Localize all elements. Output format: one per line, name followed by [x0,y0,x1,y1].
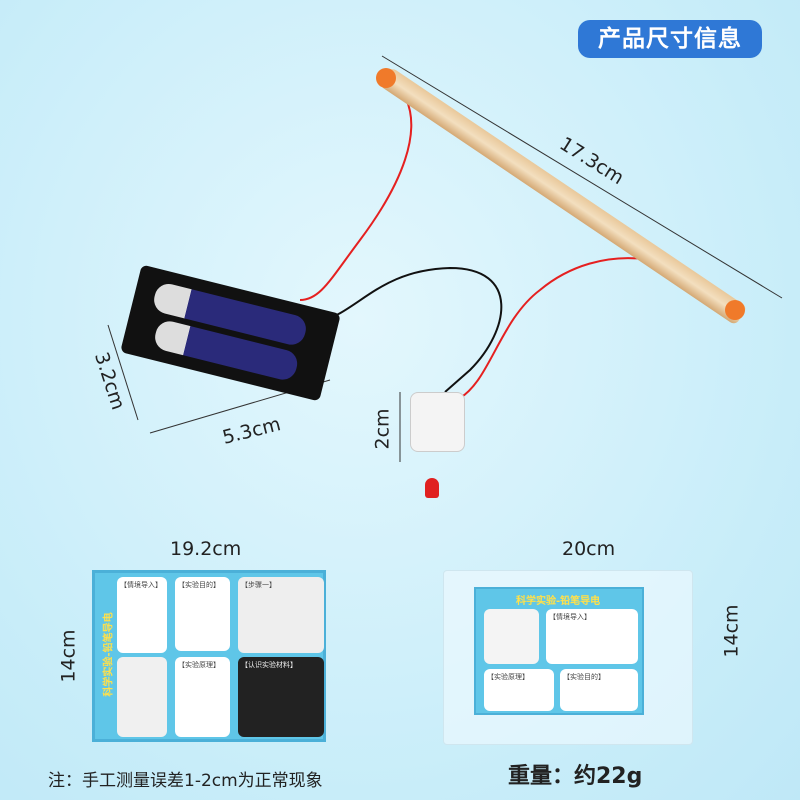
bag-card-title: 科学实验-铅笔导电 [516,596,601,607]
bag-card-photo [484,609,539,664]
card-panel: 【步骤一】 [238,577,324,653]
bag-height-label: 14cm [720,604,743,658]
bag-card-panel: 【情境导入】 [546,609,638,664]
product-size-info-badge: 产品尺寸信息 [578,20,762,58]
bag-card: 科学实验-铅笔导电 【情境导入】 【实验原理】 【实验目的】 [474,587,644,715]
card-panel: 【情境导入】 [117,577,167,653]
card-panel: 【实验原理】 [175,657,230,737]
red-wire-top [299,77,413,301]
led-image [425,478,439,498]
instruction-card: 科学实验-铅笔导电 【情境导入】 【实验目的】 【实验原理】 【步骤一】 【认识… [92,570,326,742]
pencil-dimension-line [381,55,783,299]
pencil-cap-bottom [725,300,745,320]
pencil-cap-top [376,68,396,88]
card-height-label: 14cm [57,629,80,683]
card-panel: 【认识实验材料】 [238,657,324,737]
battery-height-line [107,324,139,421]
card-width-label: 19.2cm [170,538,242,560]
packaging-bag: 科学实验-铅笔导电 【情境导入】 【实验原理】 【实验目的】 [443,570,693,745]
black-wire [319,266,503,393]
weight-label: 重量：约22g [508,764,643,789]
alligator-clips-image [410,392,465,452]
card-title: 科学实验-铅笔导电 [103,612,115,697]
measurement-note: 注：手工测量误差1-2cm为正常现象 [48,771,323,791]
card-photo [117,657,167,737]
clip-height-label: 2cm [371,408,394,450]
bag-card-panel: 【实验原理】 [484,669,554,711]
bag-card-panel: 【实验目的】 [560,669,638,711]
card-panel: 【实验目的】 [175,577,230,651]
bag-width-label: 20cm [562,538,616,560]
